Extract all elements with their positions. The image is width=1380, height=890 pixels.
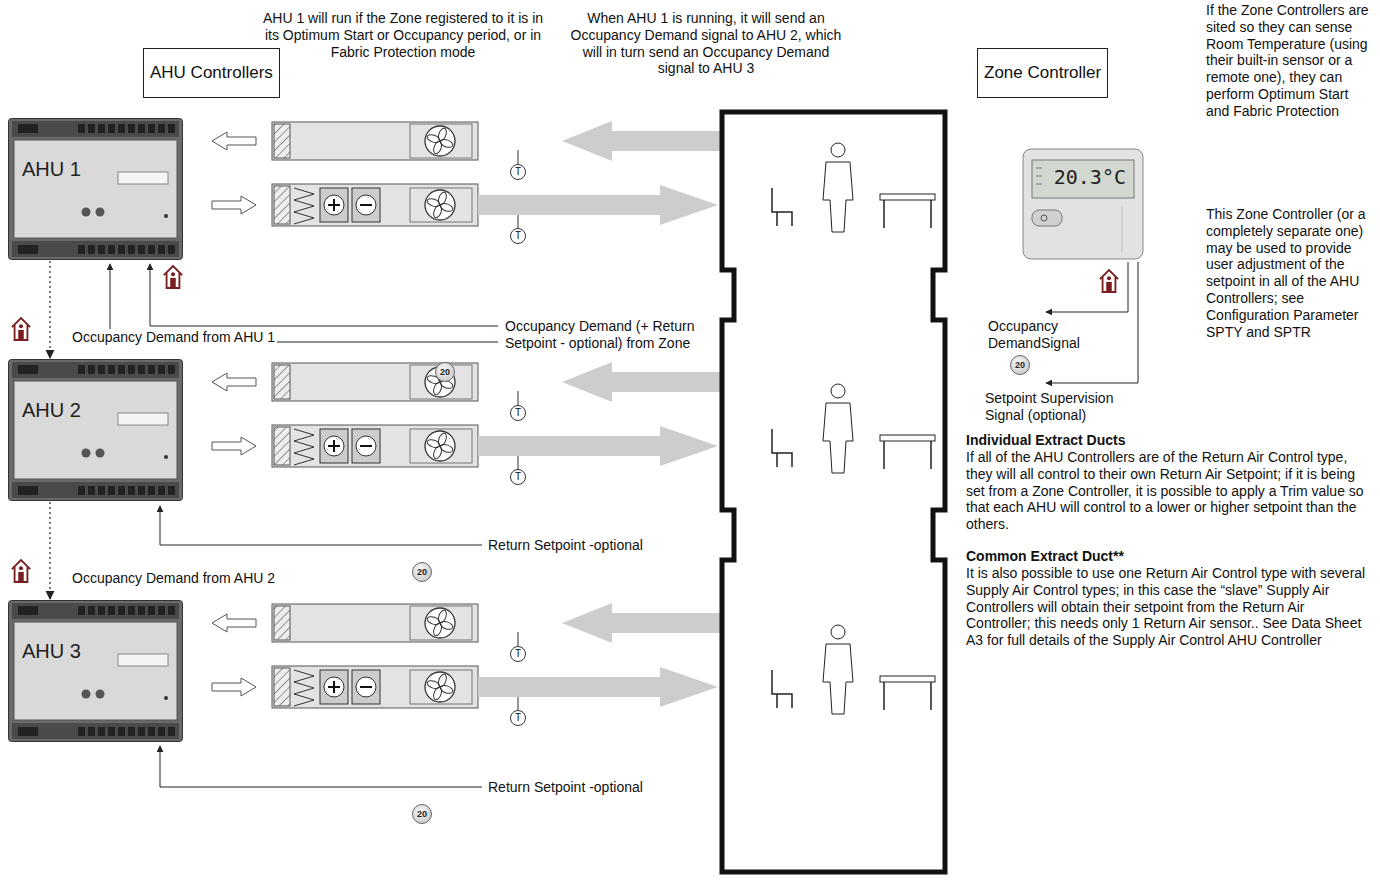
node-text: Zone Controller — [984, 63, 1101, 83]
sensor-symbol: T — [510, 710, 526, 726]
controller-body — [8, 359, 183, 501]
edge-label: Occupancy Demand from AHU 2 — [70, 570, 277, 587]
note-text: AHU 1 will run if the Zone registered to… — [262, 10, 544, 60]
note-text: If the Zone Controllers are sited so the… — [1206, 2, 1374, 120]
group-heading-box: Zone Controller — [977, 48, 1108, 98]
node-text: AHU 1 — [22, 158, 81, 181]
display-reading: 20.3°C — [1054, 165, 1126, 189]
edge-label: Occupancy Demand from AHU 1 — [70, 329, 277, 346]
section-heading: Common Extract Duct** — [966, 548, 1371, 565]
note-text: It is also possible to use one Return Ai… — [966, 565, 1371, 649]
note-text: If all of the AHU Controllers are of the… — [966, 449, 1371, 533]
note-text: Occupancy Demand (+ Return Setpoint - op… — [505, 318, 715, 352]
ahu-controller: AHU 3 — [8, 600, 183, 742]
controller-body — [8, 600, 183, 742]
note-text: This Zone Controller (or a completely se… — [1206, 206, 1374, 340]
sensor-symbol: T — [510, 228, 526, 244]
note-text: Setpoint Supervision Signal (optional) — [985, 390, 1135, 424]
ahu-controller: AHU 1 — [8, 118, 183, 260]
signal-connector — [49, 502, 50, 599]
node-text: AHU 2 — [22, 399, 81, 422]
callout-number: 20 — [412, 804, 432, 824]
callout-number: 20 — [435, 362, 455, 382]
note-text: When AHU 1 is running, it will send an O… — [570, 10, 842, 77]
signal-connector — [49, 261, 50, 358]
note-text: Occupancy DemandSignal — [988, 318, 1088, 352]
sensor-symbol: T — [510, 646, 526, 662]
group-heading-box: AHU Controllers — [143, 48, 280, 98]
node-text: AHU Controllers — [150, 63, 273, 83]
note-text: Return Setpoint -optional — [488, 779, 688, 796]
callout-number: 20 — [412, 562, 432, 582]
section-heading: Individual Extract Ducts — [966, 432, 1371, 449]
node-text: AHU 3 — [22, 640, 81, 663]
ahu-controller: AHU 2 — [8, 359, 183, 501]
note-text: Return Setpoint -optional — [488, 537, 688, 554]
controller-body — [8, 118, 183, 260]
sensor-symbol: T — [510, 469, 526, 485]
sensor-symbol: T — [510, 405, 526, 421]
callout-number: 20 — [1010, 355, 1030, 375]
zone-controller-device: 20.3°C — [1022, 148, 1144, 260]
zone-controller-body — [1022, 148, 1144, 260]
sensor-symbol: T — [510, 164, 526, 180]
